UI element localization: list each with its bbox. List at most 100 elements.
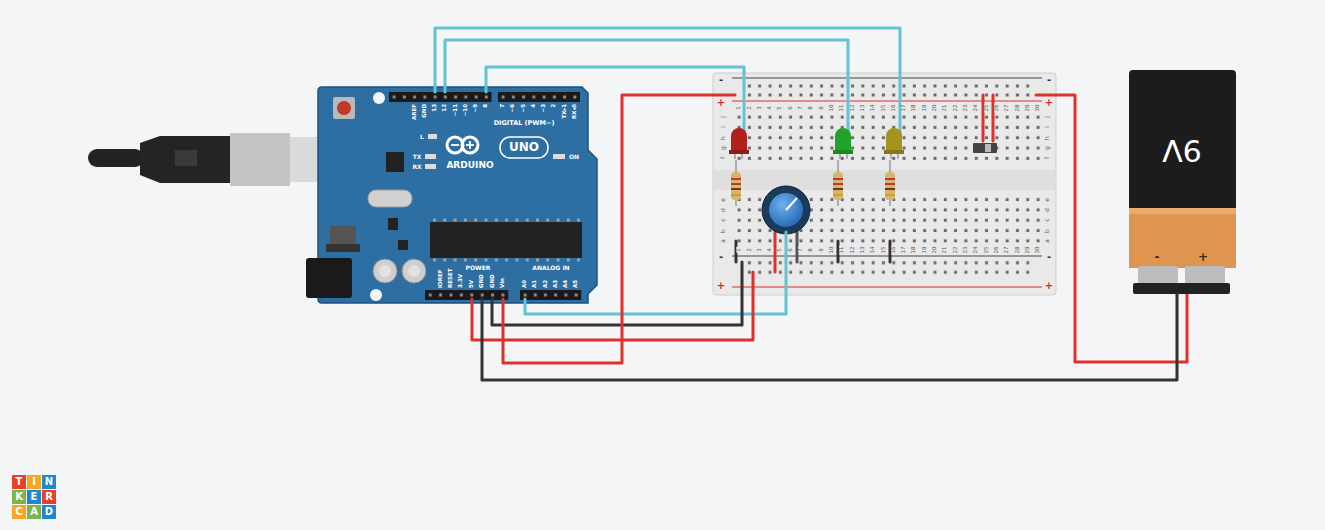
logo-letter: I: [32, 477, 36, 487]
arduino-board-drawing: [425, 154, 436, 159]
column-number: 30: [1035, 104, 1041, 113]
column-number: 18: [912, 246, 918, 255]
row-letter: i: [720, 126, 726, 130]
battery-9v: 9V-+: [1129, 70, 1236, 294]
pin-label: RX◂0: [572, 104, 578, 119]
wire: [486, 67, 744, 147]
led-indicator-label: TX: [413, 154, 422, 160]
row-letter: f: [720, 156, 726, 160]
usb-cable: [88, 133, 318, 186]
row-letter: g: [720, 145, 726, 151]
column-number: 21: [943, 246, 949, 255]
pin-label: A1: [533, 280, 539, 288]
pin-label: ~9: [473, 104, 479, 112]
arduino-board-drawing: [333, 97, 355, 119]
pin-label: ~5: [521, 104, 527, 112]
column-number: 10: [829, 104, 835, 113]
battery-drawing: [1185, 266, 1225, 284]
usb-cable: [88, 149, 144, 167]
rail-sign: +: [1044, 98, 1054, 108]
pin-label: ~3: [541, 104, 547, 112]
logo-tile: [42, 490, 56, 504]
column-number: 17: [901, 246, 907, 255]
column-number: 3: [757, 105, 763, 111]
row-letter: e: [1044, 197, 1050, 203]
column-number: 15: [881, 246, 887, 255]
usb-cable: [230, 133, 290, 186]
pin-label: 7: [500, 104, 506, 108]
led: [833, 150, 853, 154]
column-number: 10: [829, 246, 835, 255]
header-title: ANALOG IN: [532, 265, 569, 271]
column-number: 22: [953, 104, 959, 113]
column-number: 23: [963, 246, 969, 255]
breadboard: [714, 170, 1055, 190]
arduino-board-drawing: [373, 259, 397, 283]
slide-switch: [985, 144, 991, 152]
arduino-board-drawing: [425, 290, 508, 300]
row-letter: j: [1044, 115, 1050, 119]
resistor-symbol: [833, 194, 843, 196]
breadboard: [732, 78, 1042, 79]
resistor-symbol: [885, 178, 895, 180]
column-number: 24: [974, 246, 980, 255]
column-number: 29: [1025, 246, 1031, 255]
resistor-symbol: [731, 188, 741, 190]
arduino-board-drawing: [408, 265, 420, 277]
column-number: 12: [850, 246, 856, 255]
row-letter: g: [1044, 145, 1050, 151]
row-letter: i: [1044, 126, 1050, 130]
wire: [525, 232, 786, 314]
arduino-board-drawing: [370, 289, 382, 301]
breadboard: [713, 73, 1056, 295]
resistor-symbol: [885, 194, 895, 196]
resistor-symbol: [833, 188, 843, 190]
pin-label: ~11: [453, 104, 459, 116]
row-letter: b: [1044, 228, 1050, 234]
column-number: 20: [932, 104, 938, 113]
column-number: 22: [953, 246, 959, 255]
logo-tile: [12, 505, 26, 519]
battery-voltage: 9V: [1162, 135, 1202, 165]
arduino-board-drawing: [425, 164, 436, 169]
logo-letter: K: [15, 492, 23, 502]
led: [886, 128, 902, 152]
led: [835, 128, 851, 152]
column-number: 1: [736, 105, 742, 111]
arduino-board-drawing: [306, 87, 597, 303]
logo-letter: T: [16, 477, 23, 487]
arduino-board-drawing: [306, 258, 352, 298]
column-number: 29: [1025, 104, 1031, 113]
pin-label: GND: [490, 274, 496, 288]
led: [729, 128, 904, 159]
logo-tile: [12, 490, 26, 504]
row-letter: a: [720, 238, 726, 244]
column-number: 13: [860, 246, 866, 255]
resistor-symbol: [731, 178, 741, 180]
row-letter: d: [1044, 207, 1050, 213]
row-letter: d: [720, 207, 726, 213]
wire: [435, 28, 900, 147]
arduino-board-drawing: [500, 137, 548, 158]
led-indicator-label: L: [420, 134, 424, 140]
column-number: 25: [984, 104, 990, 113]
usb-cable: [290, 137, 318, 182]
column-number: 19: [922, 246, 928, 255]
arduino-board-drawing: [553, 154, 565, 159]
jumper-wire: [982, 95, 985, 141]
arduino-board-drawing: [379, 265, 391, 277]
rail-sign: +: [1044, 281, 1054, 291]
column-number: 23: [963, 104, 969, 113]
led: [884, 150, 904, 154]
breadboard: [732, 287, 1042, 288]
pin-label: ~6: [511, 104, 517, 112]
arduino-board-drawing: [318, 87, 597, 303]
column-number: 14: [870, 104, 876, 113]
led-indicator-label: RX: [412, 164, 421, 170]
potentiometer: [786, 198, 797, 210]
rail-sign: -: [718, 252, 724, 262]
resistor-symbol: [731, 172, 741, 200]
